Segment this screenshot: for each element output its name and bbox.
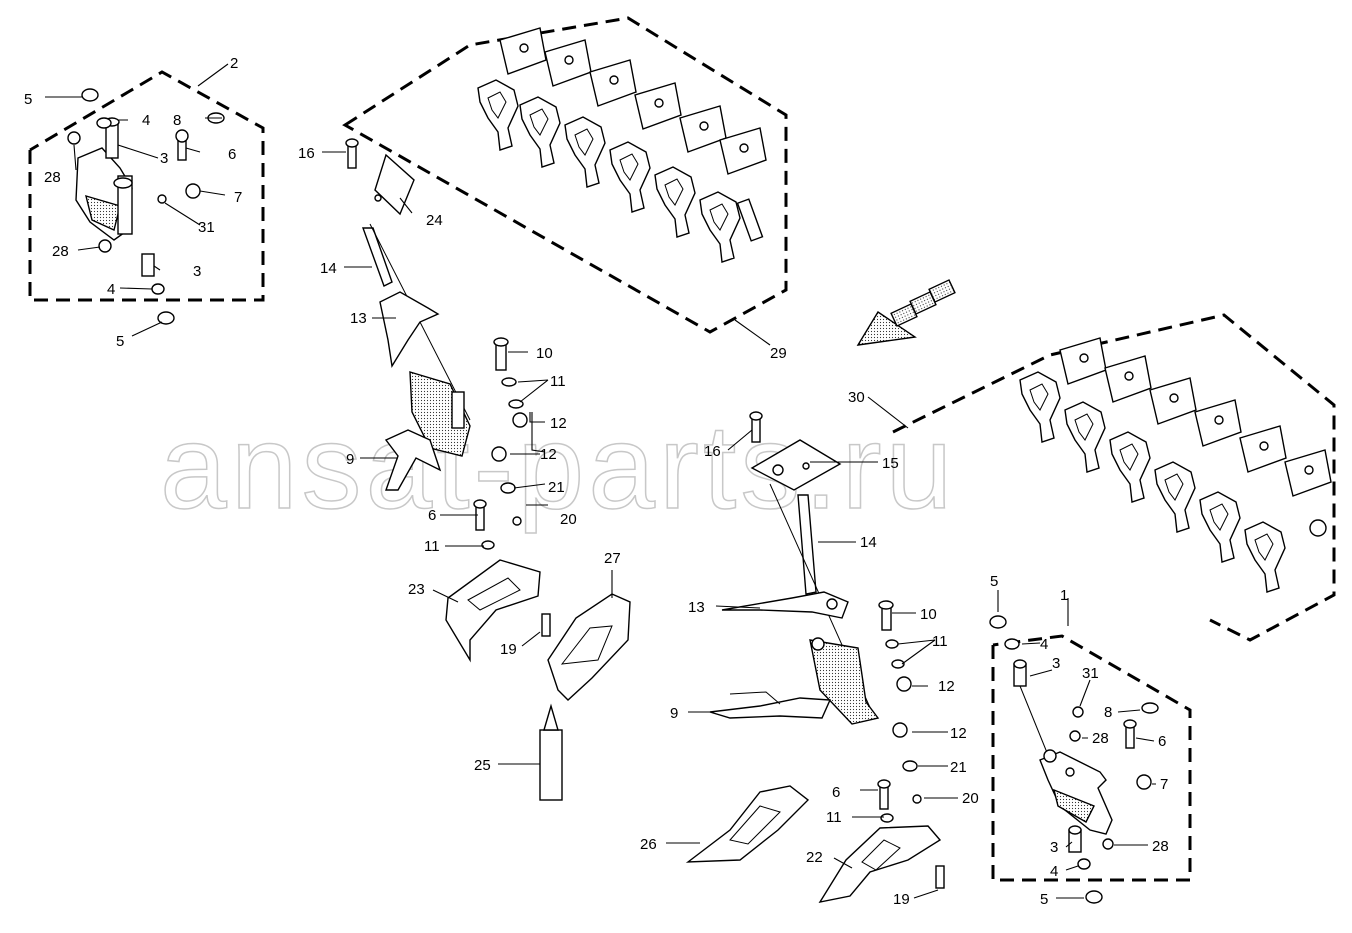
callout-12: 12: [938, 678, 955, 695]
callout-5: 5: [1040, 891, 1048, 908]
callout-12: 12: [550, 415, 567, 432]
callout-16: 16: [298, 145, 315, 162]
bushing-bottom: [141, 253, 155, 277]
callout-7: 7: [1160, 776, 1168, 793]
callout-4: 4: [1040, 636, 1048, 653]
callout-20: 20: [560, 511, 577, 528]
callout-15: 15: [882, 455, 899, 472]
callout-7: 7: [234, 189, 242, 206]
callout-28: 28: [44, 169, 61, 186]
callout-5: 5: [990, 573, 998, 590]
callout-21: 21: [950, 759, 967, 776]
callout-1: 1: [1060, 587, 1068, 604]
callout-30: 30: [848, 389, 865, 406]
callout-28: 28: [1152, 838, 1169, 855]
callout-2: 2: [230, 55, 238, 72]
callout-6: 6: [832, 784, 840, 801]
callout-14: 14: [320, 260, 337, 277]
callout-14: 14: [860, 534, 877, 551]
callout-5: 5: [116, 333, 124, 350]
knife-bar-29-frame: [342, 16, 788, 334]
callout-29: 29: [770, 345, 787, 362]
callout-13: 13: [688, 599, 705, 616]
callout-5: 5: [24, 91, 32, 108]
callout-19: 19: [500, 641, 517, 658]
callout-9: 9: [346, 451, 354, 468]
left-exploded-stack: 16 24 14 13 10 11 12 9 12 21 6 20 11 23 …: [298, 138, 631, 801]
callout-3: 3: [193, 263, 201, 280]
callout-24: 24: [426, 212, 443, 229]
callout-23: 23: [408, 581, 425, 598]
callout-4: 4: [142, 112, 150, 129]
callout-9: 9: [670, 705, 678, 722]
callout-8: 8: [173, 112, 181, 129]
callout-4: 4: [107, 281, 115, 298]
callout-28: 28: [1092, 730, 1109, 747]
callout-3: 3: [1052, 655, 1060, 672]
knife-bar-30: 30: [848, 313, 1336, 642]
callout-22: 22: [806, 849, 823, 866]
flow-direction-arrow: [856, 279, 956, 346]
pin-part: [117, 175, 133, 235]
callout-3: 3: [1050, 839, 1058, 856]
assembly-2-frame: [28, 70, 265, 302]
callout-3: 3: [160, 150, 168, 167]
assembly-1-frame: [991, 634, 1192, 882]
callout-21: 21: [548, 479, 565, 496]
knife-bar-30-frame: [892, 313, 1336, 642]
callout-11: 11: [424, 538, 440, 555]
callout-4: 4: [1050, 863, 1058, 880]
callout-11: 11: [826, 809, 842, 826]
right-exploded-stack: 16 15 14 13 10 11 12 9 12 21 6 20 11 26 …: [640, 411, 979, 908]
callout-12: 12: [540, 446, 557, 463]
callout-6: 6: [1158, 733, 1166, 750]
callout-8: 8: [1104, 704, 1112, 721]
callout-10: 10: [536, 345, 553, 362]
callout-12: 12: [950, 725, 967, 742]
callout-11: 11: [932, 633, 948, 650]
knife-bar-29: 29: [342, 16, 788, 362]
callout-27: 27: [604, 550, 621, 567]
callout-31: 31: [1082, 665, 1099, 682]
callout-26: 26: [640, 836, 657, 853]
callout-10: 10: [920, 606, 937, 623]
callout-19: 19: [893, 891, 910, 908]
callout-20: 20: [962, 790, 979, 807]
callout-6: 6: [228, 146, 236, 163]
callout-13: 13: [350, 310, 367, 327]
assembly-1: 5 1 4 3 31 8 28 6 7 3 28 4 5: [989, 573, 1192, 908]
callout-28: 28: [52, 243, 69, 260]
callout-25: 25: [474, 757, 491, 774]
assembly-2: 5 4 8 3 6 28 7 31 28 3 4 5 2: [24, 55, 265, 350]
callout-11: 11: [550, 373, 566, 390]
callout-16: 16: [704, 443, 721, 460]
callout-31: 31: [198, 219, 215, 236]
callout-6: 6: [428, 507, 436, 524]
